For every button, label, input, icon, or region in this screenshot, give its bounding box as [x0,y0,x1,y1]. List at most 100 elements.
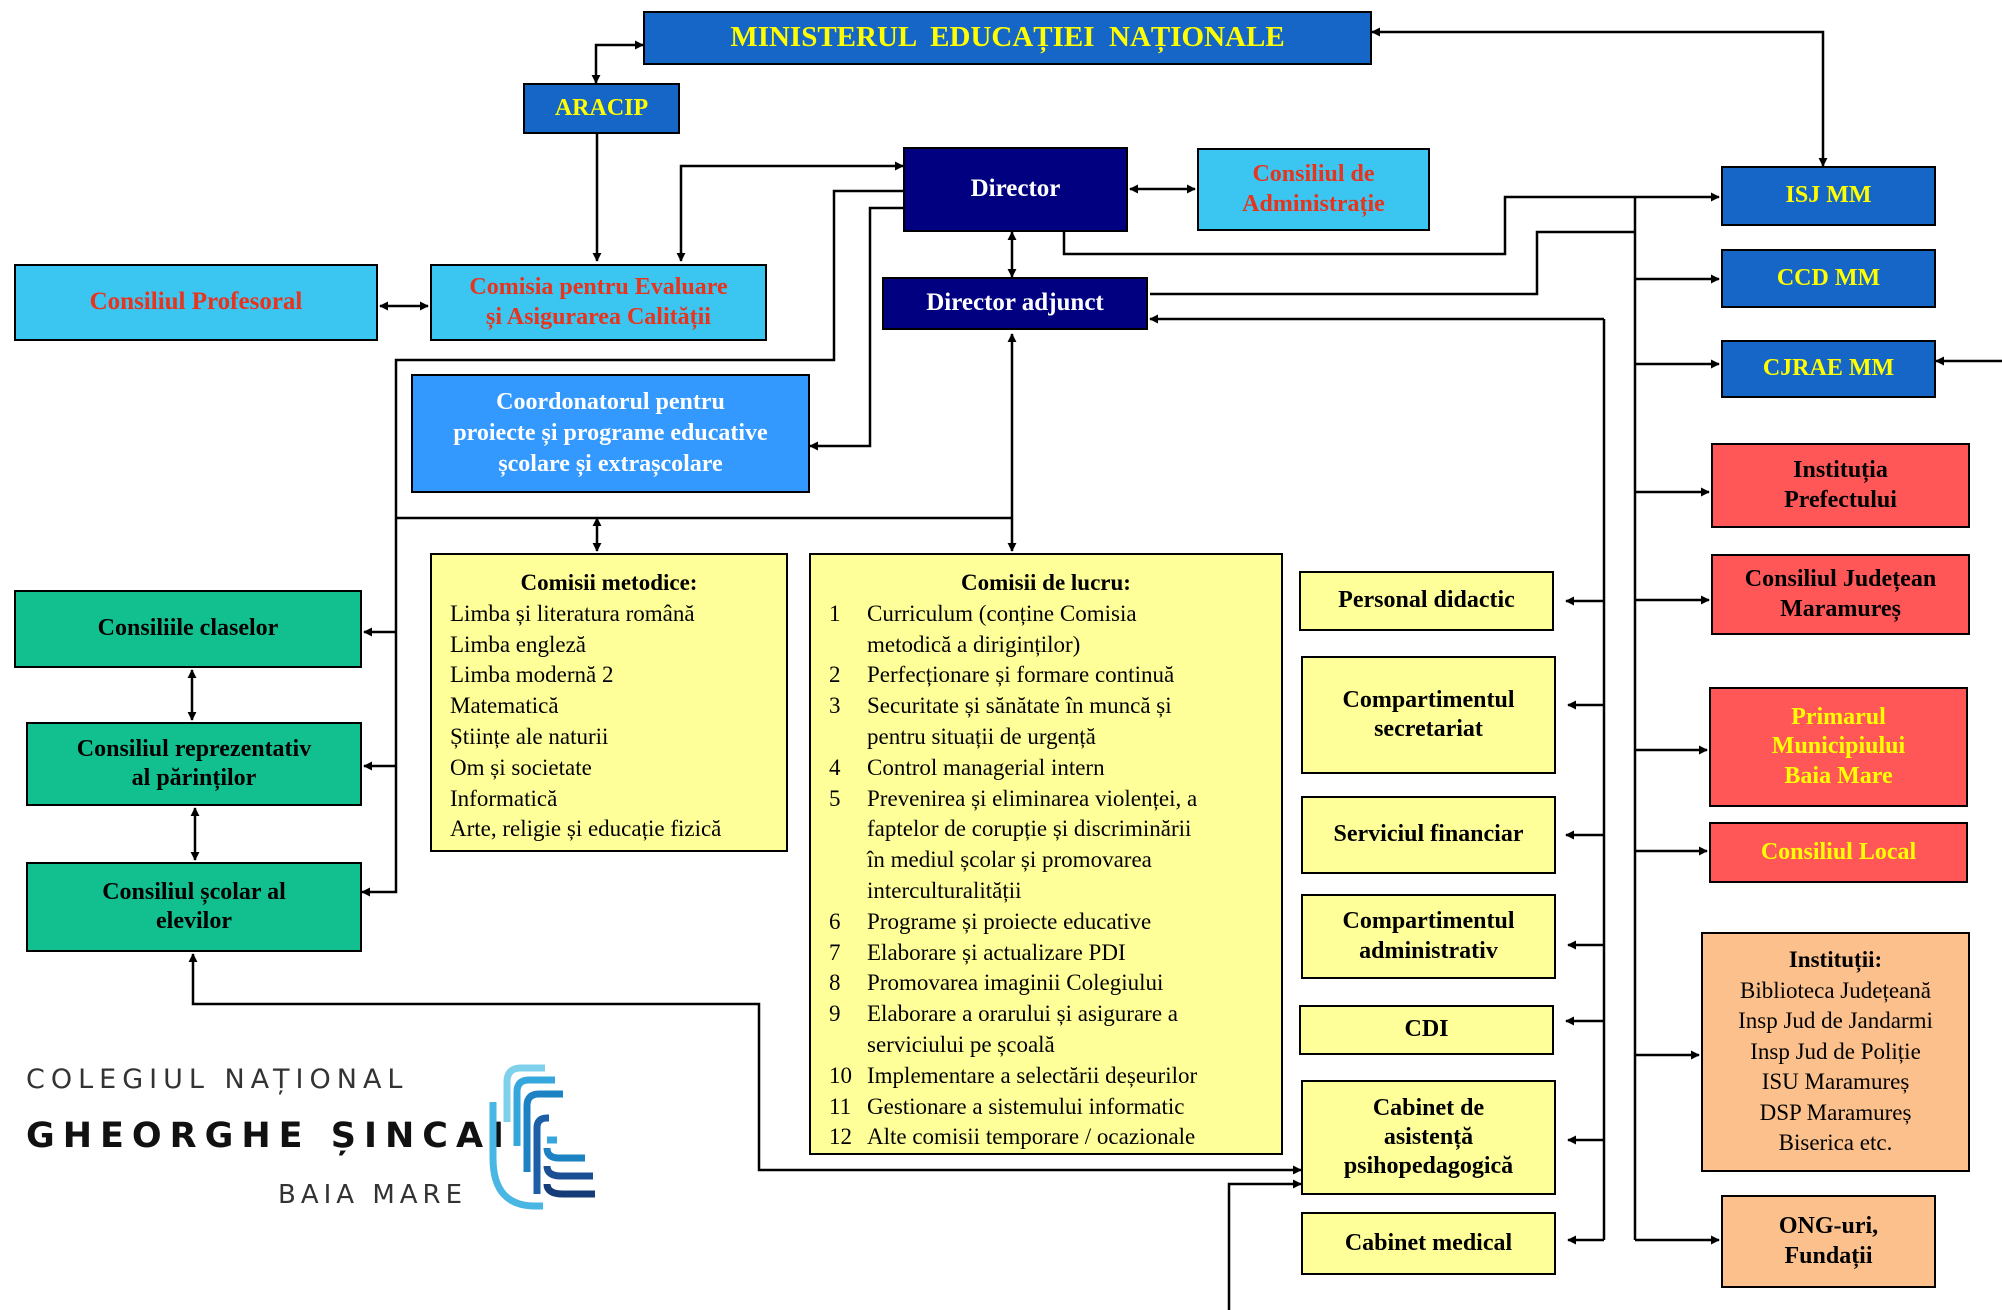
item-text: Implementare a selectării deșeurilor [867,1061,1197,1092]
primar-line: Baia Mare [1784,762,1893,789]
item-text-line: faptelor de corupție și discriminării [867,816,1192,842]
institutii-item: DSP Maramureș [1759,1099,1912,1125]
item-number: 7 [829,939,841,965]
item-number: 11 [829,1093,852,1119]
list-item: Limba modernă 2 [450,662,614,688]
institutii-item: ISU Maramureș [1761,1069,1910,1095]
list-item: Om și societate [450,754,592,780]
list-item: 7 Elaborare și actualizare PDI [829,938,1281,969]
list-item: 11 Gestionare a sistemului informatic [829,1092,1281,1123]
cabinet-medical-box: Cabinet medical [1301,1212,1556,1275]
cj-line: Consiliul Județean [1744,566,1937,593]
consiliul-profesoral-box: Consiliul Profesoral [14,264,378,341]
list-item: Limba și literatura română [450,600,695,626]
comisii-metodice-list: Limba și literatura română Limba engleză… [450,599,786,845]
item-text-line: Securitate și sănătate în muncă și [867,693,1172,719]
secretariat-line: secretariat [1374,716,1483,742]
consiliile-claselor-label: Consiliile claselor [97,615,279,642]
secretariat-line: Compartimentul [1342,686,1515,713]
coordonator-box: Coordonatorul pentru proiecte și program… [411,374,810,493]
item-text-line: serviciului pe școală [867,1031,1055,1057]
item-text: Elaborare și actualizare PDI [867,938,1126,969]
institutii-box: Instituții: Biblioteca Județeană Insp Ju… [1701,932,1970,1172]
consiliul-local-box: Consiliul Local [1709,822,1968,883]
administrativ-line: administrativ [1359,937,1498,964]
primar-line: Municipiului [1771,733,1906,760]
item-text-line: Implementare a selectării deșeurilor [867,1062,1198,1088]
admin-council-line: Administrație [1242,190,1385,217]
isj-label: ISJ MM [1785,182,1872,209]
institutii-item: Insp Jud de Jandarmi [1738,1008,1933,1034]
item-text: Control managerial intern [867,753,1105,784]
coordonator-line: școlare și extrașcolare [498,451,723,477]
item-text-line: Elaborare și actualizare PDI [867,939,1126,965]
consiliile-claselor-box: Consiliile claselor [14,590,362,668]
logo-line-3: BAIA MARE [278,1180,468,1210]
item-number: 6 [829,908,841,934]
cjrae-box: CJRAE MM [1721,340,1936,398]
comisii-metodice-box: Comisii metodice: Limba și literatura ro… [430,553,788,852]
institutii-title: Instituții: [1788,947,1883,973]
coordonator-line: proiecte și programe educative [453,420,768,446]
item-text-line: Prevenirea și eliminarea violenței, a [867,785,1198,811]
ong-box: ONG-uri, Fundații [1721,1195,1936,1288]
item-number: 10 [829,1062,852,1088]
coordonator-line: Coordonatorul pentru [496,389,725,415]
cdi-label: CDI [1404,1016,1449,1043]
cjrae-label: CJRAE MM [1762,355,1895,382]
ministry-label: MINISTERUL EDUCAȚIEI NAȚIONALE [730,21,1285,54]
list-item: 10 Implementare a selectării deșeurilor [829,1061,1281,1092]
parinti-line: Consiliul reprezentativ [76,735,312,762]
director-box: Director [903,147,1128,232]
director-label: Director [970,175,1061,203]
institutii-item: Biblioteca Județeană [1740,977,1931,1003]
list-item: 2 Perfecționare și formare continuă [829,660,1281,691]
item-text-line: în mediul școlar și promovarea [867,847,1152,873]
ccd-box: CCD MM [1721,249,1936,308]
consiliul-local-label: Consiliul Local [1760,838,1917,865]
item-number: 5 [829,785,841,811]
list-item: Informatică [450,785,558,811]
list-item: Științe ale naturii [450,723,609,749]
logo-line-1: COLEGIUL NAȚIONAL [26,1064,409,1095]
personal-didactic-box: Personal didactic [1299,571,1554,631]
secretariat-box: Compartimentul secretariat [1301,656,1556,774]
list-item: 5 Prevenirea și eliminarea violenței, a fa… [829,784,1281,907]
item-text-line: Control managerial intern [867,754,1105,780]
consiliul-elevilor-box: Consiliul școlar al elevilor [26,862,362,952]
ceac-box: Comisia pentru Evaluare și Asigurarea Ca… [430,264,767,341]
financiar-box: Serviciul financiar [1301,796,1556,874]
elevi-line: Consiliul școlar al [102,878,286,905]
item-text-line: interculturalității [867,877,1022,903]
institutii-item: Insp Jud de Poliție [1750,1038,1921,1064]
administrativ-line: Compartimentul [1342,908,1515,935]
item-text-line: Perfecționare și formare continuă [867,662,1175,688]
item-text: Gestionare a sistemului informatic [867,1092,1184,1123]
comisii-lucru-title: Comisii de lucru: [961,570,1131,595]
school-logo-icon [489,1064,595,1210]
logo-line-2: GHEORGHE ȘINCAI [26,1116,513,1156]
prefectura-line: Prefectului [1784,486,1897,513]
list-item: Matematică [450,693,559,719]
item-text-line: metodică a diriginților) [867,631,1081,657]
cabinet-psi-line: asistență [1383,1123,1474,1150]
item-number: 2 [829,662,841,688]
ceac-line: Comisia pentru Evaluare [469,274,728,301]
item-text-line: Elaborare a orarului și asigurare a [867,1001,1178,1027]
prefectura-line: Instituția [1793,457,1888,484]
ccd-label: CCD MM [1776,264,1881,291]
ong-line: ONG-uri, [1778,1213,1879,1240]
admin-council-line: Consiliul de [1252,161,1375,188]
item-number: 8 [829,970,841,996]
director-adjunct-label: Director adjunct [926,289,1104,317]
aracip-label: ARACIP [554,94,649,121]
